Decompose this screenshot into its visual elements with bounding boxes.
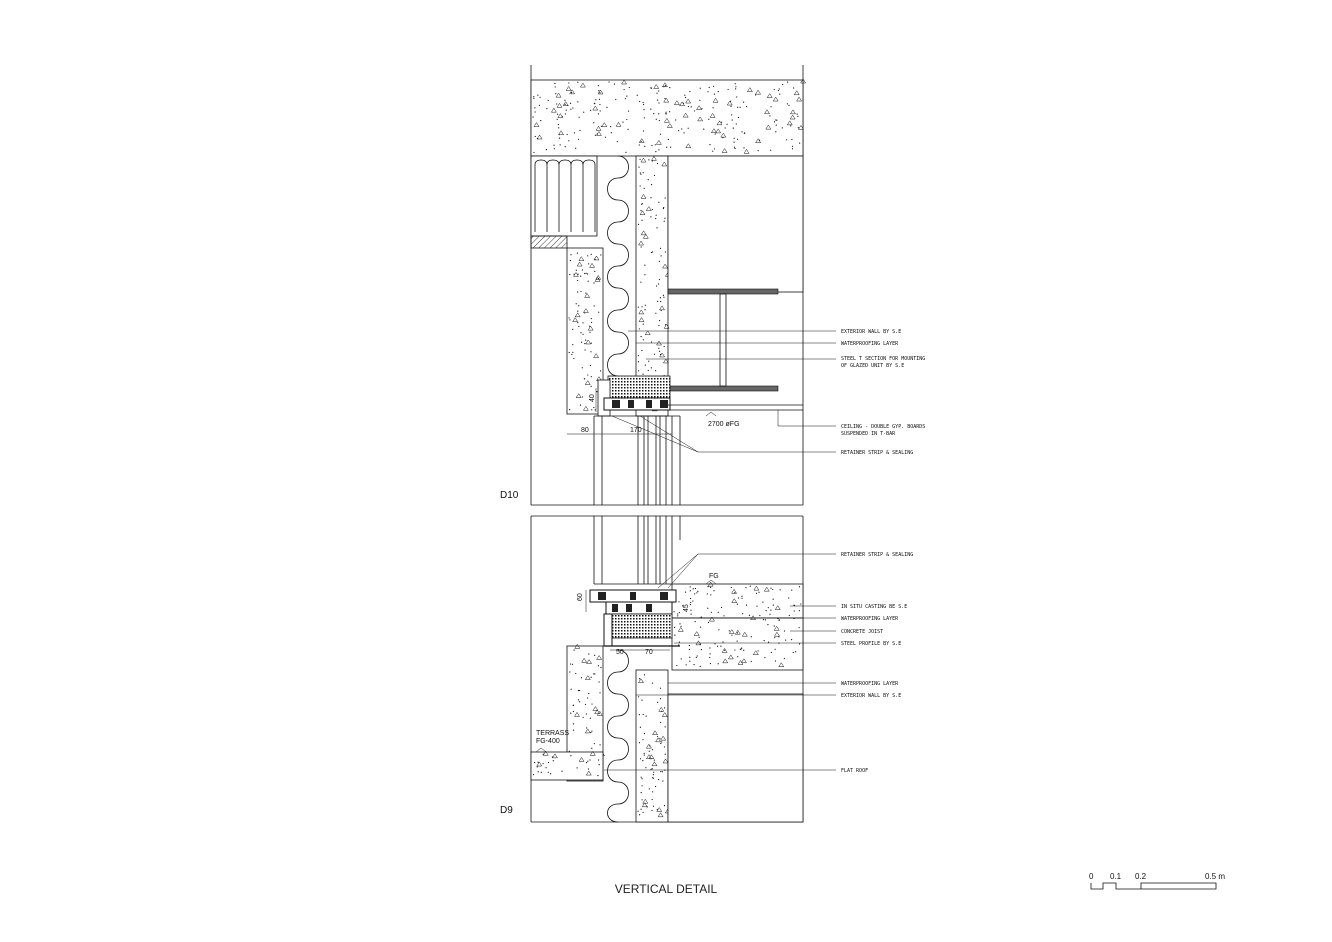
level-d9: D9 xyxy=(500,805,513,816)
callout-steel-t-section: STEEL T SECTION FOR MOUNTING xyxy=(841,356,925,362)
level-d10: D10 xyxy=(500,490,519,501)
callout-flat-roof: FLAT ROOF xyxy=(841,768,868,774)
scale-0-5m: 0.5 m xyxy=(1205,872,1225,881)
exterior-wall-upper xyxy=(566,247,604,415)
dim-50: 50 xyxy=(616,649,624,656)
lower-section xyxy=(530,515,804,823)
concrete-joist xyxy=(671,617,804,671)
dim-fg: FG xyxy=(709,573,719,580)
callout-exterior-wall-lower: EXTERIOR WALL BY S.E xyxy=(841,693,901,699)
callout-waterproofing-upper: WATERPROOFING LAYER xyxy=(841,341,899,347)
glazing-unit-lower xyxy=(593,516,681,585)
dim-80: 80 xyxy=(581,427,589,434)
in-situ-casting-slab xyxy=(671,583,804,619)
callout-ceiling-2: SUSPENDED IN T-BAR xyxy=(841,431,896,437)
callout-retainer-lower: RETAINER STRIP & SEALING xyxy=(841,552,913,558)
top-slab xyxy=(530,79,804,157)
interior-opening xyxy=(667,155,804,293)
dim-45: 45 xyxy=(683,604,690,612)
callout-exterior-wall-upper: EXTERIOR WALL BY S.E xyxy=(841,329,901,335)
dim-60: 60 xyxy=(577,593,584,601)
terrace-label: TERRASS xyxy=(536,730,569,737)
lower-opening xyxy=(667,693,804,823)
dimension-labels: 80 170 40 2700 øFG FG 60 45 50 70 TERRAS… xyxy=(535,394,740,753)
glazing-sill xyxy=(589,589,680,647)
insulation-block xyxy=(530,155,598,237)
terrace-floor xyxy=(530,751,604,781)
hatched-bearer xyxy=(530,235,568,249)
upper-section xyxy=(530,65,807,506)
callout-waterproofing-lower-1: WATERPROOFING LAYER xyxy=(841,616,899,622)
dim-170: 170 xyxy=(630,427,642,434)
insulation-loops xyxy=(534,159,596,232)
glazing-unit-upper xyxy=(593,415,681,505)
waterproofing-wave-upper xyxy=(607,155,629,377)
upper-callout-labels: EXTERIOR WALL BY S.E WATERPROOFING LAYER… xyxy=(841,329,925,456)
callout-retainer-upper: RETAINER STRIP & SEALING xyxy=(841,450,913,456)
terrace-level: FG-400 xyxy=(536,738,560,745)
dim-40: 40 xyxy=(589,394,596,402)
concrete-column xyxy=(635,155,669,417)
callout-leaders xyxy=(604,330,836,771)
concrete-speckle-top xyxy=(532,78,807,154)
scale-0-1: 0.1 xyxy=(1110,872,1122,881)
glazing-head xyxy=(597,375,671,417)
waterproofing-wave-lower xyxy=(607,649,629,823)
scale-bar: 0 0.1 0.2 0.5 m xyxy=(1089,872,1225,890)
concrete-column-lower xyxy=(635,669,669,823)
dim-ceiling-level: 2700 øFG xyxy=(708,421,740,428)
lower-callout-labels: RETAINER STRIP & SEALING IN SITU CASTING… xyxy=(841,552,913,774)
dim-70: 70 xyxy=(645,649,653,656)
callout-ceiling: CEILING - DOUBLE GYP. BOARDS xyxy=(841,424,925,430)
callout-in-situ: IN SITU CASTING BE S.E xyxy=(841,604,907,610)
callout-concrete-joist: CONCRETE JOIST xyxy=(841,629,883,635)
drawing-title: VERTICAL DETAIL xyxy=(615,882,718,896)
scale-0: 0 xyxy=(1089,872,1094,881)
callout-steel-t-section-2: OF GLAZED UNIT BY S.E xyxy=(841,363,904,369)
scale-0-2: 0.2 xyxy=(1135,872,1147,881)
steel-i-beam xyxy=(667,288,779,392)
callout-waterproofing-lower-2: WATERPROOFING LAYER xyxy=(841,681,899,687)
callout-steel-profile: STEEL PROFILE BY S.E xyxy=(841,641,901,647)
